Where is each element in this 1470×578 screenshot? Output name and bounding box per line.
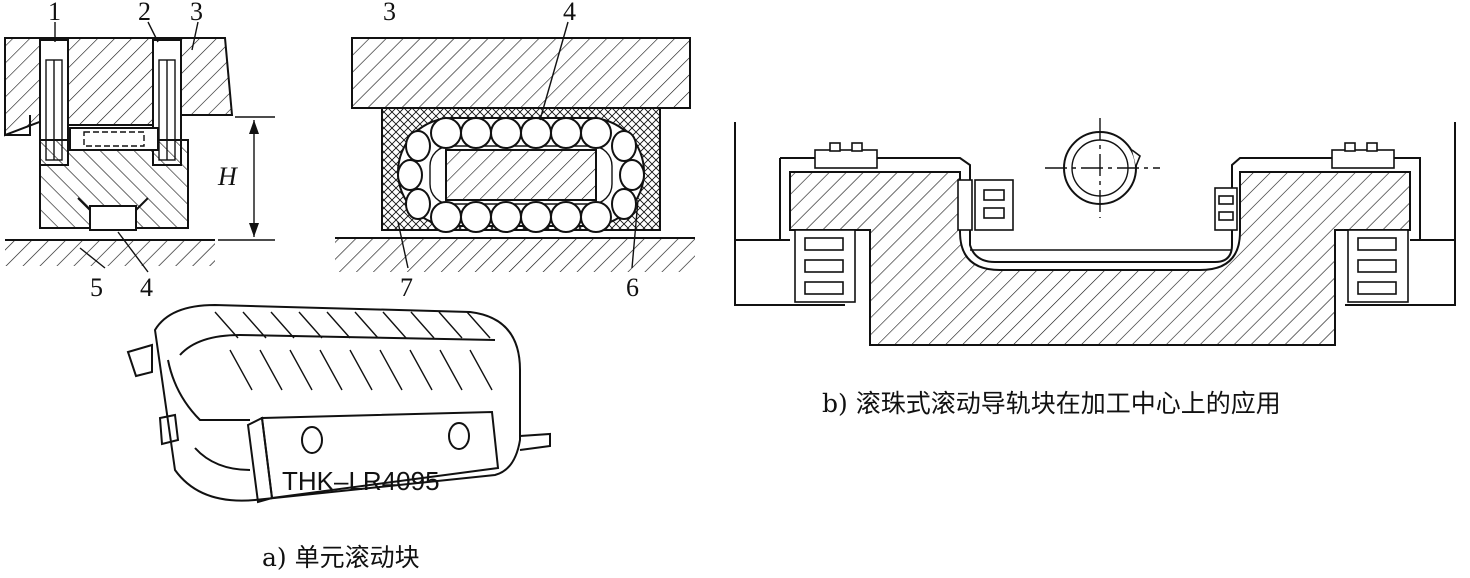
- model-stamp: THK–LR4095: [282, 466, 440, 496]
- callout-7: 7: [400, 273, 413, 302]
- dimension-h-label: H: [217, 162, 238, 191]
- rolling-block-section-view: H 1 2 3 5 4: [4, 0, 275, 302]
- mounting-hole-right: [448, 422, 470, 450]
- callout-3: 3: [190, 0, 203, 26]
- top-plate-part-3: [351, 37, 691, 109]
- ball-slots-top: [214, 311, 493, 391]
- caption-b: b) 滚珠式滚动导轨块在加工中心上的应用: [822, 389, 1281, 418]
- ground-part-5: [5, 240, 215, 266]
- ground-rail: [335, 238, 695, 272]
- return-core: [445, 149, 597, 201]
- callout-4b: 4: [563, 0, 576, 26]
- caption-a: a) 单元滚动块: [262, 543, 420, 572]
- callout-6: 6: [626, 273, 639, 302]
- callout-1: 1: [48, 0, 61, 26]
- callout-5: 5: [90, 273, 103, 302]
- mounting-hole-left: [301, 426, 323, 454]
- machining-center-application: [734, 118, 1456, 346]
- guide-blocks: [794, 142, 1409, 303]
- spindle-section: [1045, 118, 1160, 218]
- rolling-block-isometric: THK–LR4095: [126, 303, 551, 504]
- ball-circulation-section-view: 3 4 7 6: [335, 0, 695, 302]
- callout-2: 2: [138, 0, 151, 26]
- callout-4: 4: [140, 273, 153, 302]
- roller-part-4: [89, 205, 137, 231]
- ball-chain-part-4: [397, 117, 645, 233]
- callout-3b: 3: [383, 0, 396, 26]
